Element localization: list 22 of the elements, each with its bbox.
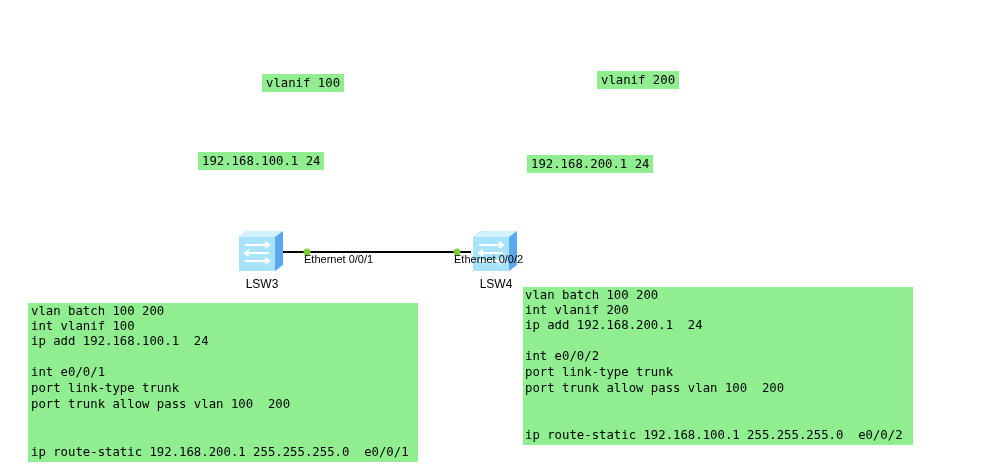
device-label: LSW4 — [478, 277, 514, 291]
config-line: int e0/0/1 — [31, 365, 106, 380]
config-line: port trunk allow pass vlan 100 200 — [525, 381, 785, 396]
config-line: vlan batch 100 200 — [31, 304, 165, 319]
config-line: port link-type trunk — [31, 381, 180, 396]
address-tag: vlanif 200 — [597, 71, 680, 89]
config-line: ip add 192.168.200.1 24 — [525, 318, 703, 333]
config-line: vlan batch 100 200 — [525, 288, 659, 303]
port-label: Ethernet 0/0/2 — [454, 253, 524, 266]
port-label: Ethernet 0/0/1 — [304, 253, 374, 266]
config-line: port link-type trunk — [525, 365, 674, 380]
address-tag: 192.168.200.1 24 — [527, 155, 654, 173]
config-line: int e0/0/2 — [525, 349, 600, 364]
device-label: LSW3 — [244, 277, 280, 291]
address-tag: 192.168.100.1 24 — [198, 152, 325, 170]
address-tag: vlanif 100 — [262, 74, 345, 92]
config-line: ip route-static 192.168.100.1 255.255.255.0 e0/0/2 — [525, 428, 903, 443]
config-line: ip route-static 192.168.200.1 255.255.255.0 e0/0/1 — [31, 445, 409, 460]
config-line: ip add 192.168.100.1 24 — [31, 334, 209, 349]
config-line: int vlanif 100 — [31, 319, 135, 334]
config-line: int vlanif 200 — [525, 303, 629, 318]
config-line: port trunk allow pass vlan 100 200 — [31, 397, 291, 412]
